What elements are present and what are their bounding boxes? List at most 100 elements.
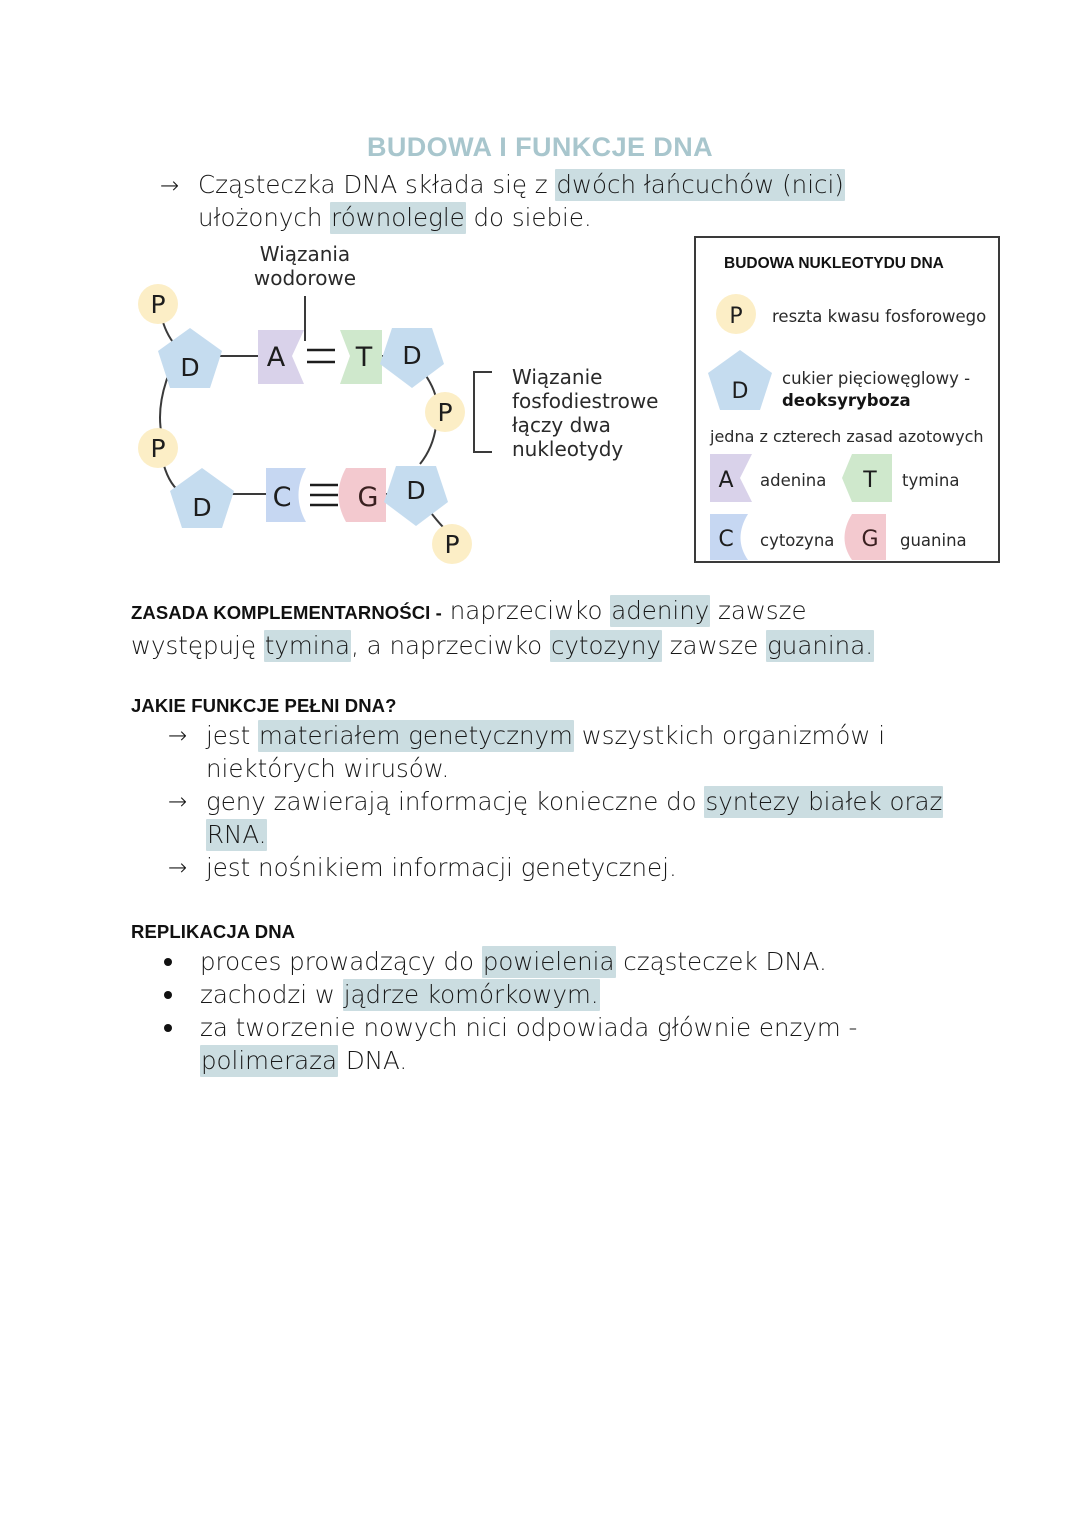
legend-base-thymine-symbol: T [862,468,877,493]
phosphodiester-label-line4: nukleotydy [512,437,623,461]
intro-part3: do siebie. [465,203,592,232]
bullet-dot-icon [164,991,172,999]
legend-title: BUDOWA NUKLEOTYDU DNA [724,255,944,272]
base-cytosine [266,468,306,522]
legend-base-cytosine-icon [710,514,748,560]
legend-base-guanine-symbol: G [861,527,878,552]
functions-item-2-t1: geny zawierają informację konieczne do [206,787,705,816]
base-guanine-label: G [358,482,379,513]
sugar-top-right [380,328,444,388]
functions-item-3-t1: jest nośnikiem informacji genetycznej. [206,853,677,882]
legend-base-adenine-label: adenina [760,471,826,490]
replication-item-1-t1: proces prowadzący do [200,947,482,976]
hydrogen-bond-label-line1: Wiązania [260,242,350,266]
dna-nucleotide-diagram: P D A T D P P [120,236,700,566]
intro-part2: ułożonych [198,203,331,232]
replication-item-3-highlight: polimeraza [200,1045,339,1077]
complementarity-hl-thymine: tymina [263,630,352,662]
functions-item-3: → jest nośnikiem informacji genetycznej. [168,851,968,884]
legend-bases-heading: jedna z czterech zasad azotowych [709,427,984,446]
phosphate-left-middle-label: P [150,434,165,463]
replication-heading: REPLIKACJA DNA [131,921,296,942]
sugar-bottom-right [384,466,448,526]
replication-item-1: proces prowadzący do powielenia cząstecz… [160,945,980,978]
complementarity-hl-guanine: guanina. [766,630,875,662]
phosphate-bottom-right [432,524,472,564]
complementarity-hl-adenine: adeniny [610,595,711,627]
phosphate-top-left [138,284,178,324]
legend-sugar-icon [708,350,772,410]
legend-base-thymine-icon [842,454,892,502]
complementarity-t4: zawsze [661,631,767,660]
functions-list: → jest materiałem genetycznym wszystkich … [168,719,968,884]
intro-highlight-2: równolegle [330,202,466,234]
complementarity-t1: naprzeciwko [441,596,611,625]
legend-sugar-label-line1: cukier pięciowęglowy - [782,369,970,388]
bullet-dot-icon [164,958,172,966]
legend-base-guanine-icon [844,514,886,560]
arrow-icon: → [168,723,188,749]
hydrogen-bond-label-line2: wodorowe [254,266,356,290]
sugar-bottom-right-label: D [406,476,425,505]
legend-phosphate-icon [716,294,756,334]
complementarity-t3: , a naprzeciwko [351,631,550,660]
complementarity-t2: zawsze występuję [131,596,807,660]
functions-item-1-highlight: materiałem genetycznym [258,720,574,752]
arrow-icon: → [168,855,188,881]
legend-base-cytosine-symbol: C [718,527,733,552]
phosphate-top-left-label: P [150,290,165,319]
intro-bullet: → Cząsteczka DNA składa się z dwóch łańc… [160,168,950,234]
sugar-top-right-label: D [402,341,421,370]
sugar-top-left [158,328,222,388]
replication-item-1-highlight: powielenia [481,946,616,978]
legend-base-thymine-label: tymina [902,471,959,490]
legend-base-cytosine-label: cytozyna [760,531,834,550]
base-adenine-label: A [267,342,286,373]
backbone-curve-left-mid [159,375,169,437]
complementarity-paragraph: ZASADA KOMPLEMENTARNOŚCI - naprzeciwko a… [131,594,931,662]
legend-base-guanine-label: guanina [900,531,967,550]
replication-item-3-t2: DNA. [338,1046,408,1075]
arrow-icon: → [168,789,188,815]
replication-item-3-t1: za tworzenie nowych nici odpowiada główn… [200,1013,858,1042]
functions-heading: JAKIE FUNKCJE PEŁNI DNA? [131,695,397,716]
base-thymine [340,330,382,384]
replication-item-3: za tworzenie nowych nici odpowiada główn… [160,1011,980,1077]
phosphodiester-label-line1: Wiązanie [512,365,602,389]
legend-phosphate-label: reszta kwasu fosforowego [772,307,986,326]
base-adenine [258,330,304,384]
phosphate-right-middle [425,392,465,432]
phosphodiester-bracket [473,371,492,453]
functions-item-1-t2: wszystkich organizmów i niektórych wirus… [206,721,886,783]
page-title: BUDOWA I FUNKCJE DNA [366,132,713,162]
phosphate-left-middle [138,428,178,468]
replication-item-2-highlight: jądrze komórkowym. [342,979,600,1011]
sugar-top-left-label: D [180,353,199,382]
legend-sugar-symbol: D [732,379,749,404]
replication-item-1-t2: cząsteczek DNA. [615,947,827,976]
nucleotide-legend-box: BUDOWA NUKLEOTYDU DNA P reszta kwasu fos… [694,236,1000,563]
phosphodiester-label-line2: fosfodiestrowe [512,389,658,413]
legend-base-adenine-symbol: A [718,468,733,493]
legend-sugar-label-line2: deoksyryboza [782,391,911,410]
legend-base-adenine-icon [710,454,752,502]
legend-phosphate-symbol: P [729,304,742,329]
phosphate-bottom-right-label: P [444,530,459,559]
backbone-curve-right-mid [419,425,437,465]
base-cytosine-label: C [273,482,292,513]
base-guanine [338,468,386,522]
replication-item-2: zachodzi w jądrze komórkowym. [160,978,980,1011]
base-thymine-label: T [355,342,373,373]
sugar-bottom-left [170,468,234,528]
functions-item-1-t1: jest [206,721,259,750]
functions-item-2: →geny zawierają informację konieczne do … [168,785,968,851]
bullet-dot-icon [164,1024,172,1032]
complementarity-heading: ZASADA KOMPLEMENTARNOŚCI - [131,602,442,623]
phosphodiester-label-line3: łączy dwa [512,413,611,437]
intro-text: Cząsteczka DNA składa się z dwóch łańcuc… [198,168,950,234]
functions-item-1: → jest materiałem genetycznym wszystkich … [168,719,968,785]
sugar-bottom-left-label: D [192,493,211,522]
complementarity-hl-cytosine: cytozyny [549,630,662,662]
intro-highlight-1: dwóch łańcuchów (nici) [555,169,845,201]
